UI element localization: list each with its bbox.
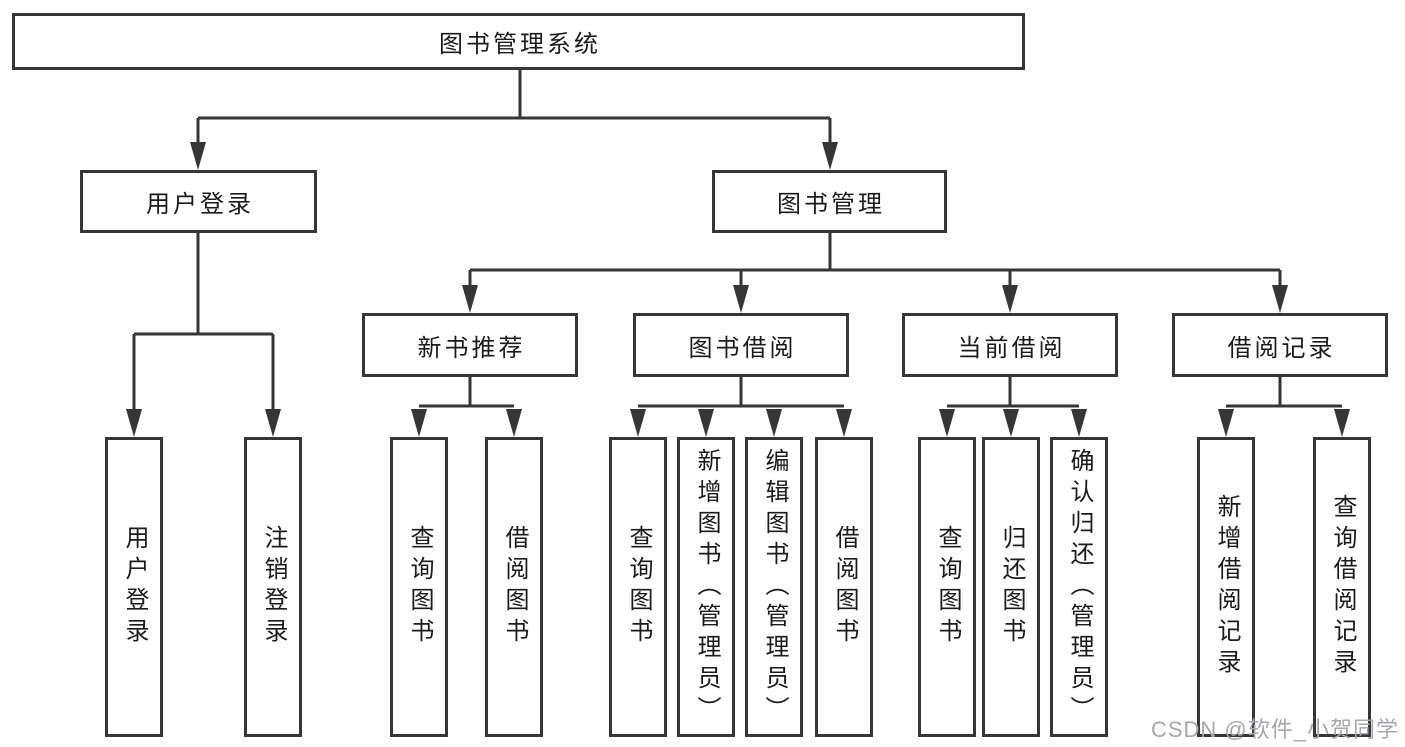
leaf-borrowing-edit-books-admin: 编辑图书（管理员） [745, 437, 803, 737]
leaf-records-add-record-label: 新增借阅记录 [1213, 494, 1240, 680]
leaf-current-return-books-label: 归还图书 [998, 525, 1025, 649]
leaf-logout-label: 注销登录 [260, 525, 287, 649]
node-book-management: 图书管理 [712, 170, 947, 233]
node-new-book-recommend: 新书推荐 [362, 313, 578, 377]
leaf-newbook-borrow-books: 借阅图书 [485, 437, 543, 737]
leaf-borrowing-edit-books-admin-label: 编辑图书（管理员） [761, 447, 788, 727]
leaf-current-query-books: 查询图书 [918, 437, 976, 737]
leaf-records-query-record-label: 查询借阅记录 [1329, 494, 1356, 680]
leaf-borrowing-query-books-label: 查询图书 [625, 525, 652, 649]
leaf-borrowing-query-books: 查询图书 [609, 437, 667, 737]
leaf-user-login: 用户登录 [105, 437, 163, 737]
node-book-borrowing: 图书借阅 [633, 313, 849, 377]
leaf-current-confirm-return-admin-label: 确认归还（管理员） [1066, 447, 1093, 727]
node-current-borrowing: 当前借阅 [902, 313, 1118, 377]
node-root-system: 图书管理系统 [12, 13, 1025, 70]
node-user-login: 用户登录 [80, 170, 317, 233]
leaf-current-confirm-return-admin: 确认归还（管理员） [1050, 437, 1108, 737]
leaf-newbook-query-books: 查询图书 [390, 437, 448, 737]
leaf-records-add-record: 新增借阅记录 [1197, 437, 1255, 737]
leaf-user-login-label: 用户登录 [121, 525, 148, 649]
leaf-borrowing-borrow-books-label: 借阅图书 [831, 525, 858, 649]
leaf-current-query-books-label: 查询图书 [934, 525, 961, 649]
leaf-borrowing-add-books-admin-label: 新增图书（管理员） [693, 447, 720, 727]
leaf-newbook-borrow-books-label: 借阅图书 [501, 525, 528, 649]
leaf-borrowing-add-books-admin: 新增图书（管理员） [677, 437, 735, 737]
csdn-watermark: CSDN @软件_小贺同学 [1150, 717, 1399, 742]
leaf-current-return-books: 归还图书 [982, 437, 1040, 737]
node-borrowing-records: 借阅记录 [1172, 313, 1388, 377]
leaf-borrowing-borrow-books: 借阅图书 [815, 437, 873, 737]
arrowheads [126, 142, 1350, 437]
leaf-newbook-query-books-label: 查询图书 [406, 525, 433, 649]
leaf-records-query-record: 查询借阅记录 [1313, 437, 1371, 737]
leaf-logout: 注销登录 [244, 437, 302, 737]
